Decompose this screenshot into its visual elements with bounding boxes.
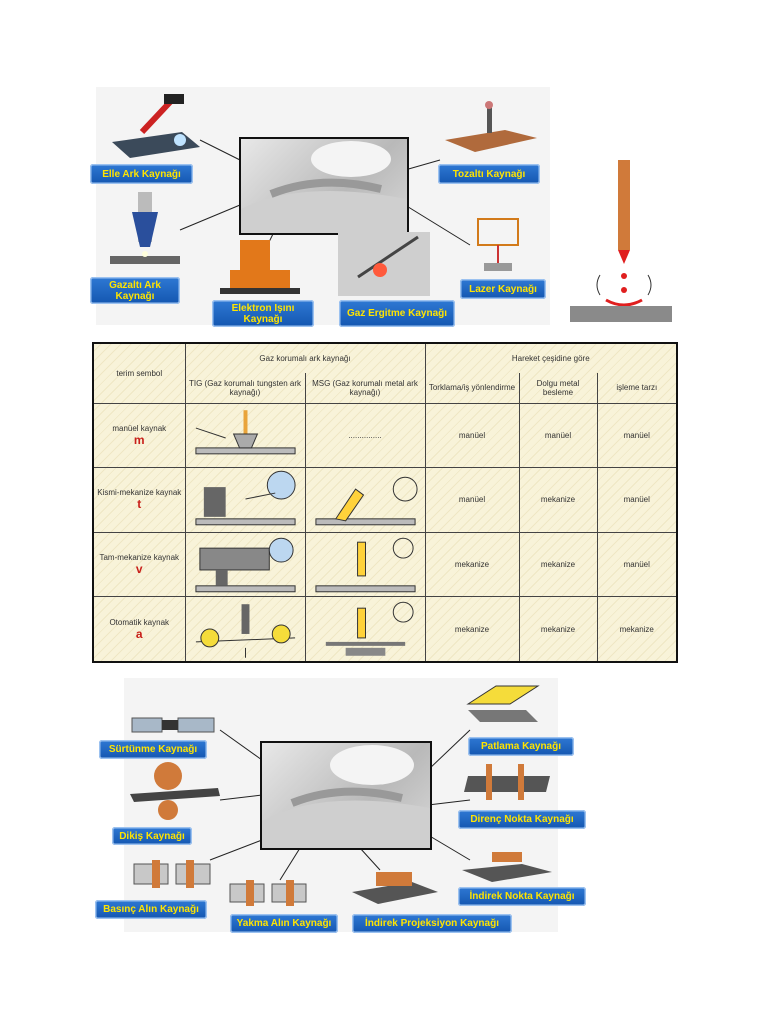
gas-fusion-welding-image [338, 232, 430, 296]
indirect-spot-welding-image [462, 846, 552, 886]
welding-mechanization-table: terim sembol Gaz korumalı ark kaynağı Ha… [92, 342, 679, 663]
cell-torch: mekanize [424, 531, 520, 598]
manual-arc-welding-image [112, 92, 200, 158]
gas-metal-arc-welding-image [110, 192, 180, 270]
header-tig: TIG (Gaz korumalı tungsten ark kaynağı) [184, 373, 306, 404]
welding-rod-flame-image [570, 160, 672, 324]
label-laser: Lazer Kaynağı [460, 279, 546, 299]
label-indirect-spot: İndirek Nokta Kaynağı [458, 887, 586, 906]
label-gas-fusion: Gaz Ergitme Kaynağı [339, 300, 455, 327]
cell-style: manüel [596, 531, 678, 598]
header-filler: Dolgu metal besleme [518, 373, 598, 404]
header-motion: Hareket çeşidine göre [424, 342, 678, 373]
msg-auto-illustration [304, 596, 426, 663]
welder-photo-bottom [260, 741, 432, 850]
submerged-arc-welding-image [445, 100, 537, 160]
tig-full-illustration [184, 531, 306, 598]
cell-style: manüel [596, 467, 678, 533]
friction-welding-image [128, 710, 218, 740]
header-msg: MSG (Gaz korumalı metal ark kaynağı) [304, 373, 426, 404]
cell-filler: manüel [518, 402, 598, 469]
cell-torch: manüel [424, 467, 520, 533]
welder-photo [239, 137, 409, 235]
row-term: Otomatik kaynak [109, 617, 170, 627]
resistance-spot-welding-image [462, 762, 552, 810]
label-explosion: Patlama Kaynağı [468, 737, 574, 756]
row-symbol: a [135, 626, 143, 641]
label-manual-arc: Elle Ark Kaynağı [90, 164, 193, 184]
label-resistance-spot: Direnç Nokta Kaynağı [458, 810, 586, 829]
row-symbol: v [135, 562, 143, 577]
indirect-projection-welding-image [352, 862, 438, 908]
header-torch: Torklama/iş yönlendirme [424, 373, 520, 404]
row-term: manüel kaynak [112, 423, 167, 433]
row-term: Kismi-mekanize kaynak [97, 488, 182, 498]
header-term: terim sembol [92, 342, 186, 404]
label-seam: Dikiş Kaynağı [112, 827, 192, 845]
seam-welding-image [130, 760, 220, 822]
label-electron-beam: Elektron Işını Kaynağı [212, 300, 314, 327]
msg-partial-illustration [304, 467, 426, 533]
laser-welding-image [468, 215, 524, 273]
electron-beam-welding-image [220, 236, 300, 298]
header-gas-shielded: Gaz korumalı ark kaynağı [184, 342, 426, 373]
label-upset-butt: Basınç Alın Kaynağı [95, 900, 207, 919]
label-gas-metal-arc: Gazaltı Ark Kaynağı [90, 277, 180, 304]
row-symbol: m [133, 432, 145, 447]
header-style: işleme tarzı [596, 373, 678, 404]
row-symbol: t [137, 497, 142, 512]
upset-butt-welding-image [130, 854, 214, 894]
cell-filler: mekanize [518, 467, 598, 533]
tig-manual-illustration [184, 402, 306, 469]
explosion-welding-image [466, 680, 540, 734]
label-friction: Sürtünme Kaynağı [99, 740, 207, 759]
msg-full-illustration [304, 531, 426, 598]
cell-filler: mekanize [518, 531, 598, 598]
label-flash-butt: Yakma Alın Kaynağı [230, 914, 338, 933]
cell-style: mekanize [596, 596, 678, 663]
tig-auto-illustration [184, 596, 306, 663]
label-submerged-arc: Tozaltı Kaynağı [438, 164, 540, 184]
label-indirect-projection: İndirek Projeksiyon Kaynağı [352, 914, 512, 933]
flash-butt-welding-image [226, 874, 310, 910]
tig-partial-illustration [184, 467, 306, 533]
cell-filler: mekanize [518, 596, 598, 663]
row-term: Tam-mekanize kaynak [99, 553, 180, 563]
